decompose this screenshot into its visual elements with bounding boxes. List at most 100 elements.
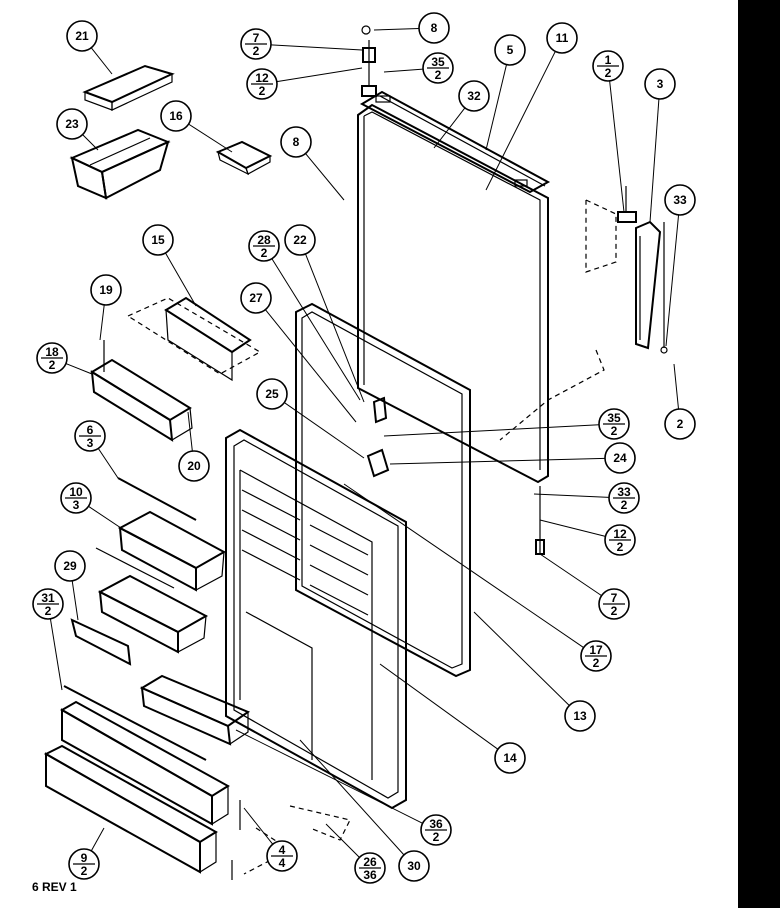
callout-c5: 5 bbox=[494, 34, 526, 66]
callout-leader-line bbox=[243, 807, 274, 845]
callout-part-number: 14 bbox=[503, 751, 517, 765]
callout-part-number: 8 bbox=[431, 21, 438, 35]
callout-c21: 21 bbox=[66, 20, 98, 52]
part-small-tray bbox=[215, 140, 273, 176]
callout-part-number: 11 bbox=[556, 31, 569, 45]
callout-leader-line bbox=[533, 493, 610, 498]
callout-circle bbox=[160, 100, 192, 132]
callout-circle bbox=[240, 282, 272, 314]
callout-part-number: 12 bbox=[255, 71, 269, 85]
callout-leader-line bbox=[284, 402, 365, 459]
callout-leader-line bbox=[235, 729, 423, 824]
part-upper-door bbox=[357, 90, 551, 484]
callout-c8a: 8 bbox=[418, 12, 450, 44]
callout-part-number: 10 bbox=[69, 485, 83, 499]
callout-circle bbox=[54, 550, 86, 582]
callout-part-number: 30 bbox=[407, 859, 421, 873]
callout-leader-line bbox=[665, 214, 680, 347]
callout-circle bbox=[458, 80, 490, 112]
callout-circle bbox=[398, 850, 430, 882]
callout-part-number: 3 bbox=[657, 77, 664, 91]
callout-leader-line bbox=[433, 107, 466, 149]
callout-c33a: 33 bbox=[664, 184, 696, 216]
callout-part-number: 16 bbox=[169, 109, 183, 123]
part-bottom-hinge-pins bbox=[231, 800, 241, 880]
callout-leader-line bbox=[305, 253, 365, 403]
callout-part-number: 5 bbox=[507, 43, 514, 57]
callout-c35a: 352 bbox=[422, 52, 454, 84]
callout-c35b: 352 bbox=[598, 408, 630, 440]
part-bin-divider bbox=[70, 618, 132, 666]
callout-part-number: 7 bbox=[611, 591, 618, 605]
callout-circle bbox=[604, 442, 636, 474]
callout-leader-line bbox=[88, 505, 125, 531]
callout-part-number: 4 bbox=[279, 843, 286, 857]
callout-part-number: 27 bbox=[249, 291, 263, 305]
callout-circle bbox=[494, 34, 526, 66]
part-freezer-bin-lower bbox=[43, 744, 218, 874]
callout-part-number: 18 bbox=[45, 345, 59, 359]
part-door-handle bbox=[585, 186, 662, 350]
callout-c15: 15 bbox=[142, 224, 174, 256]
scan-edge bbox=[738, 0, 780, 908]
callout-circle bbox=[66, 20, 98, 52]
callout-c31: 312 bbox=[32, 588, 64, 620]
callout-circle bbox=[280, 126, 312, 158]
callout-leader-line bbox=[485, 64, 507, 151]
callout-c17: 172 bbox=[580, 640, 612, 672]
part-door-bin-upper bbox=[117, 510, 227, 592]
callout-part-number: 24 bbox=[613, 451, 627, 465]
callout-part-number: 2 bbox=[677, 417, 684, 431]
callout-c11: 11 bbox=[546, 22, 578, 54]
callout-leader-line bbox=[325, 823, 360, 858]
callout-leader-line bbox=[49, 618, 63, 691]
callout-c7a: 72 bbox=[240, 28, 272, 60]
callout-c13: 13 bbox=[564, 700, 596, 732]
callout-c4: 44 bbox=[266, 840, 298, 872]
callout-quantity: 2 bbox=[261, 246, 268, 260]
part-center-hinge bbox=[366, 396, 390, 478]
callout-quantity: 3 bbox=[87, 436, 94, 450]
part-ice-bin bbox=[69, 128, 171, 200]
callout-part-number: 35 bbox=[431, 55, 445, 69]
callout-part-number: 19 bbox=[99, 283, 113, 297]
callout-c18: 182 bbox=[36, 342, 68, 374]
callout-part-number: 8 bbox=[293, 135, 300, 149]
callout-c7b: 72 bbox=[598, 588, 630, 620]
callout-circle bbox=[90, 274, 122, 306]
callout-part-number: 23 bbox=[65, 117, 79, 131]
callout-part-number: 25 bbox=[265, 387, 279, 401]
callout-part-number: 36 bbox=[429, 817, 443, 831]
callout-quantity: 2 bbox=[49, 358, 56, 372]
callout-part-number: 15 bbox=[151, 233, 165, 247]
callout-leader-line bbox=[71, 580, 79, 621]
callout-leader-line bbox=[90, 47, 113, 75]
callout-leader-line bbox=[673, 363, 680, 410]
part-door-bin-middle bbox=[95, 547, 209, 654]
callout-part-number: 22 bbox=[293, 233, 307, 247]
callout-circle bbox=[664, 184, 696, 216]
callout-quantity: 2 bbox=[605, 66, 612, 80]
callout-c25: 25 bbox=[256, 378, 288, 410]
callout-leader-line bbox=[539, 519, 606, 537]
callout-leader-line bbox=[373, 27, 420, 31]
callout-c8b: 8 bbox=[280, 126, 312, 158]
callout-leader-line bbox=[265, 309, 357, 423]
callout-leader-line bbox=[383, 68, 424, 73]
callout-leader-line bbox=[649, 98, 660, 223]
callout-c22: 22 bbox=[284, 224, 316, 256]
callout-part-number: 13 bbox=[573, 709, 587, 723]
callout-leader-line bbox=[379, 663, 499, 750]
callout-quantity: 2 bbox=[435, 68, 442, 82]
callout-quantity: 2 bbox=[617, 540, 624, 554]
callout-leader-line bbox=[383, 424, 600, 437]
callout-leader-line bbox=[82, 134, 99, 151]
callout-quantity: 2 bbox=[259, 84, 266, 98]
callout-c10: 103 bbox=[60, 482, 92, 514]
callout-quantity: 2 bbox=[45, 604, 52, 618]
callout-c12a: 122 bbox=[246, 68, 278, 100]
part-shelf-cover bbox=[82, 64, 175, 111]
callout-part-number: 29 bbox=[63, 559, 77, 573]
